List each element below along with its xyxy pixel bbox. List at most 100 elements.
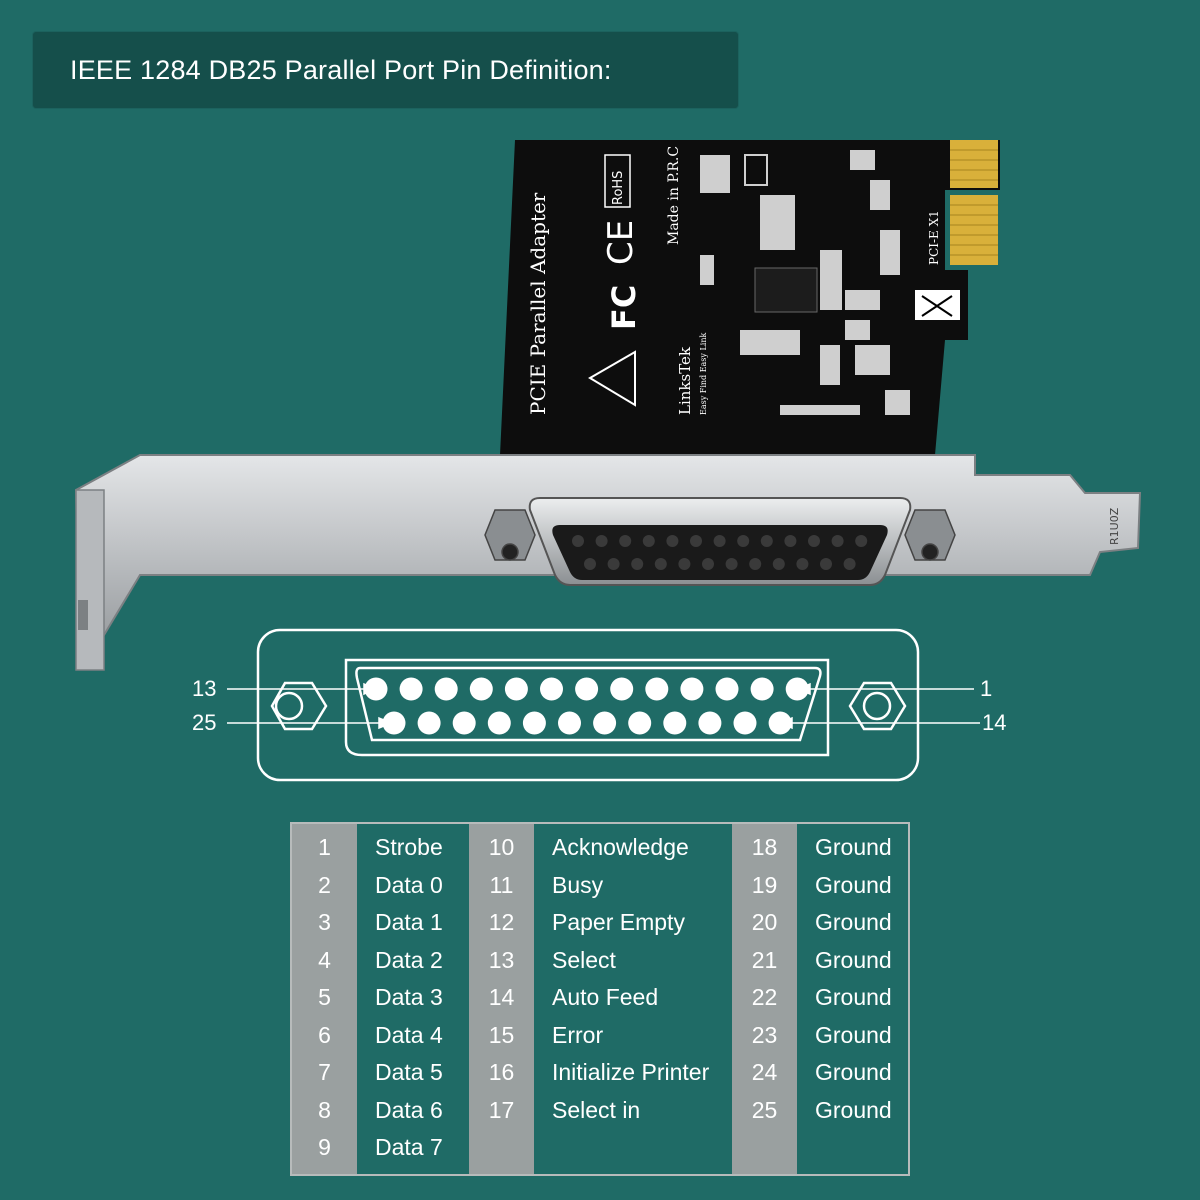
pin-hole-top: [715, 677, 739, 701]
pin-hole-top: [504, 677, 528, 701]
pin-number-cell: 13: [488, 946, 515, 973]
pin-hole-top: [610, 677, 634, 701]
pin-hole-top: [540, 677, 563, 701]
signal-name-cell: Ground: [815, 1059, 892, 1085]
pin-number-cell: 2: [318, 871, 331, 898]
pin-number-cell: 23: [751, 1021, 778, 1048]
signal-name-cell: Paper Empty: [552, 909, 685, 935]
db25-pinout-diagram: [227, 628, 980, 782]
pin-number-cell: 19: [751, 871, 778, 898]
connector-pin: [784, 535, 797, 547]
pin-number-cell: 4: [318, 946, 331, 973]
signal-name-cell: Ground: [815, 984, 892, 1010]
pin-number-cell: 1: [318, 834, 331, 860]
pin-number-cell: 11: [489, 871, 514, 898]
pin-number-cell: 14: [488, 984, 515, 1010]
pin-hole-bottom: [487, 711, 511, 735]
pin-number-cell: 9: [318, 1134, 331, 1160]
pin-hole-top: [645, 677, 669, 701]
signal-name-cell: Data 3: [375, 984, 443, 1010]
pin-number-cell: 12: [488, 909, 515, 935]
signal-name-cell: Initialize Printer: [552, 1059, 710, 1085]
connector-pin: [702, 558, 714, 570]
pin-number-column-3: 18 19 20 21 22 23 24 25: [732, 824, 797, 1174]
signal-name-cell: Acknowledge: [552, 834, 689, 860]
signal-name-cell: Data 7: [375, 1134, 443, 1160]
signal-name-cell: Data 4: [375, 1021, 443, 1048]
pin-label-25: 25: [192, 710, 217, 735]
brand-tagline-silkscreen: Easy Find Easy Link: [699, 332, 708, 415]
signal-name-cell: Data 1: [375, 909, 443, 935]
connector-pin: [855, 535, 868, 547]
pin-hole-bottom: [417, 711, 441, 735]
d-shell-outer: [344, 658, 830, 757]
connector-pin: [678, 558, 691, 570]
connector-pin: [760, 535, 773, 547]
connector-pin: [666, 535, 679, 547]
signal-name-cell: Ground: [815, 1021, 892, 1048]
pin-label-14: 14: [982, 710, 1007, 735]
signal-name-cell: Busy: [552, 871, 604, 898]
connector-pin: [808, 535, 820, 547]
signal-name-cell: Ground: [815, 871, 892, 898]
pin-hole-top: [575, 677, 599, 701]
signal-name-cell: Strobe: [375, 834, 443, 860]
pin-hole-bottom: [382, 711, 406, 735]
connector-pin: [572, 535, 584, 547]
connector-pin: [737, 535, 750, 547]
signal-name-cell: Ground: [815, 1096, 892, 1123]
pin-number-cell: 22: [751, 984, 778, 1010]
connector-pin: [843, 558, 856, 570]
brand-silkscreen: LinksTek: [676, 346, 694, 415]
pcie-card-illustration: PCIE Parallel Adapter LinksTek Easy Find…: [74, 140, 1142, 671]
pin-hole-top: [469, 677, 493, 701]
pin-hole-bottom: [522, 711, 546, 735]
connector-pin: [796, 558, 809, 570]
title-banner: IEEE 1284 DB25 Parallel Port Pin Definit…: [33, 32, 738, 108]
rohs-mark: RoHS: [611, 171, 626, 205]
gold-fingers-bottom: [950, 195, 998, 265]
pin-hole-top: [750, 677, 774, 701]
ce-mark: CE: [601, 220, 641, 265]
pin-number-cell: 3: [318, 909, 331, 935]
connector-pin: [631, 558, 644, 570]
signal-name-cell: Error: [552, 1021, 604, 1048]
pin-number-cell: 15: [488, 1021, 515, 1048]
signal-name-cell: Select in: [552, 1096, 641, 1123]
connector-pin: [619, 535, 632, 547]
right-hex-post: [904, 509, 956, 561]
pin-number-cell: 6: [318, 1021, 331, 1048]
pin-hole-top: [399, 677, 423, 701]
pin-number-cell: 5: [318, 984, 331, 1010]
signal-name-cell: Data 5: [375, 1059, 443, 1085]
signal-name-cell: Data 6: [375, 1096, 443, 1123]
made-in-silkscreen: Made in P.R.C: [666, 146, 682, 245]
signal-name-cell: Ground: [815, 834, 892, 860]
pin-number-cell: 7: [318, 1059, 331, 1085]
pin-number-cell: 20: [751, 909, 778, 935]
connector-pin: [713, 535, 726, 547]
pin-number-cell: 24: [751, 1059, 778, 1085]
pin-label-1: 1: [980, 676, 993, 701]
connector-pin: [820, 558, 832, 570]
pin-hole-bottom: [628, 711, 652, 735]
right-mount-hole: [848, 681, 907, 731]
page-title: IEEE 1284 DB25 Parallel Port Pin Definit…: [70, 54, 612, 85]
pin-hole-bottom: [452, 711, 476, 735]
signal-name-cell: Select: [552, 946, 616, 973]
pin-hole-bottom: [593, 711, 617, 735]
pin-number-cell: 25: [751, 1096, 778, 1123]
pin-number-cell: 18: [751, 834, 778, 860]
signal-name-cell: Data 0: [375, 871, 443, 898]
connector-pin: [595, 535, 608, 547]
interface-silkscreen: PCI-E X1: [927, 210, 941, 265]
pin-hole-bottom: [663, 711, 687, 735]
pin-number-cell: 21: [751, 946, 778, 973]
pin-holes: [364, 677, 809, 735]
pin-hole-bottom: [698, 711, 722, 735]
pin-label-13: 13: [192, 676, 217, 701]
